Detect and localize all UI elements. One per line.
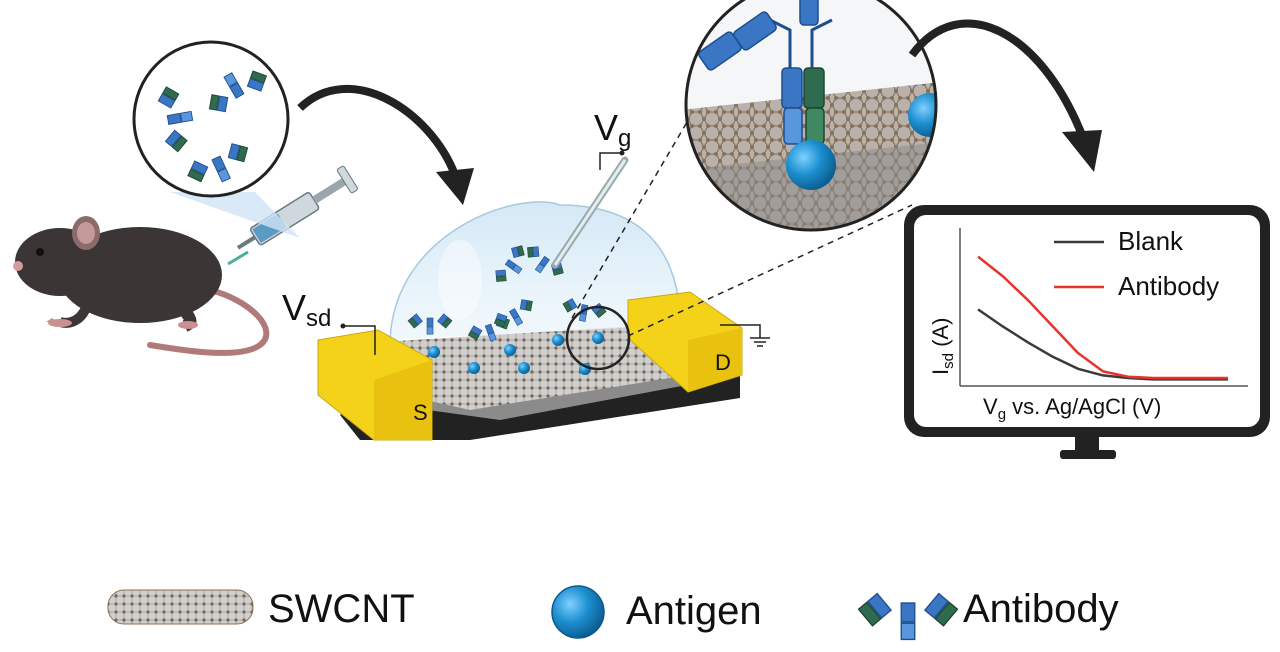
antibody-solution-circle [132,40,290,198]
vg-label: Vg [594,107,631,152]
molecular-zoom-circle [684,0,938,232]
antigen-icon [551,585,605,639]
vsd-label: Vsd [282,287,331,332]
zoom-region [565,305,631,371]
legend-label-antibody-bottom: Antibody [963,587,1119,631]
chart-axes [959,228,1248,387]
electrolyte-dome [389,201,681,341]
chart-legend: Blank Antibody [1054,226,1219,301]
injection-cone [170,192,300,238]
swcnt-icon [107,589,254,625]
drain-label: D [715,350,731,375]
ground-icon [720,324,770,347]
process-arrow-1 [297,85,474,205]
syringe-illustration [236,165,358,250]
source-label: S [413,400,428,425]
series-line-blank [977,308,1228,381]
process-arrow-2 [908,19,1102,172]
legend-label-swcnt: SWCNT [268,587,415,631]
legend-label-antigen: Antigen [626,589,762,633]
vg-terminal [599,150,625,170]
fet-device [317,156,743,441]
series-line-antibody [977,255,1228,380]
antibody-icon [857,592,959,641]
legend-label-antibody: Antibody [1118,271,1219,301]
zoom-line-left [571,99,701,319]
legend: SWCNT Antigen Antibody [107,585,1119,641]
legend-label-blank: Blank [1118,226,1184,256]
mouse-illustration [13,216,270,356]
chart-xlabel: Vg vs. Ag/AgCl (V) [983,394,1161,423]
zoom-line-right [627,204,913,337]
chart-lines [977,255,1228,381]
chart-ylabel: Isd (A) [928,318,957,375]
vsd-terminal [340,323,376,355]
